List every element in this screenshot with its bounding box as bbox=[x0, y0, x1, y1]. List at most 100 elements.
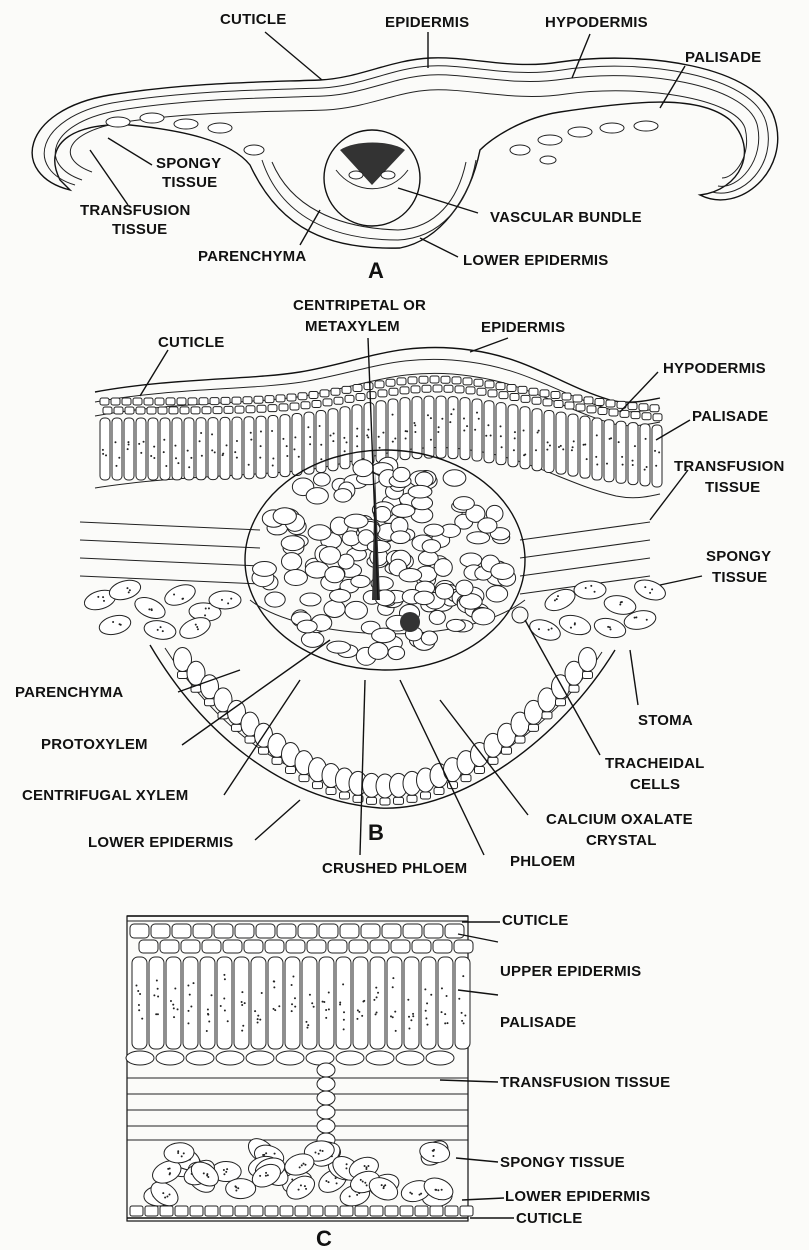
palisade-cell bbox=[616, 421, 626, 483]
upper-epidermis-cell bbox=[361, 924, 380, 938]
lower-epidermis-cell bbox=[190, 1206, 203, 1216]
lower-epidermis-cell bbox=[250, 1206, 263, 1216]
bundle-cell bbox=[435, 583, 453, 599]
label-c-spongy: SPONGY TISSUE bbox=[500, 1154, 625, 1171]
bundle-cell bbox=[300, 593, 321, 606]
transfusion-cell bbox=[317, 1077, 335, 1091]
label-b-tracheidal-2: CELLS bbox=[630, 776, 680, 793]
epidermis-cell bbox=[111, 398, 120, 405]
palisade-cell bbox=[319, 957, 334, 1049]
hypodermis-cell bbox=[349, 940, 368, 953]
lower-epidermis-cell bbox=[310, 1206, 323, 1216]
label-b-tracheidal-1: TRACHEIDAL bbox=[605, 755, 705, 772]
hypodermis-cell bbox=[103, 407, 112, 414]
palisade-cell bbox=[484, 401, 494, 463]
label-a-epidermis: EPIDERMIS bbox=[385, 14, 469, 31]
epidermis-cell bbox=[650, 405, 659, 412]
palisade-cell bbox=[124, 418, 134, 480]
bundle-cell bbox=[491, 563, 514, 580]
hypodermis-cell bbox=[235, 406, 244, 413]
label-c-cuticle-bottom: CUTICLE bbox=[516, 1210, 582, 1227]
c-lower-epidermis-cells bbox=[130, 1206, 473, 1216]
hypodermis-cell bbox=[136, 407, 145, 414]
hypodermis-cell bbox=[391, 940, 410, 953]
lower-epidermis-cell bbox=[370, 1206, 383, 1216]
epidermis-cell bbox=[639, 404, 648, 411]
lower-epidermis-cell bbox=[488, 757, 498, 764]
lower-epidermis-cell bbox=[245, 736, 255, 743]
bundle-cell bbox=[414, 591, 434, 605]
upper-epidermis-cell bbox=[256, 924, 275, 938]
lower-epidermis-cell bbox=[502, 747, 512, 754]
bundle-cell bbox=[344, 514, 368, 528]
epidermis-cell bbox=[122, 398, 131, 405]
epidermis-cell bbox=[441, 376, 450, 383]
hypodermis-cell bbox=[268, 405, 277, 412]
upper-epidermis-cell bbox=[319, 924, 338, 938]
label-b-transfusion-2: TISSUE bbox=[705, 479, 760, 496]
epidermis-cell bbox=[430, 376, 439, 383]
hypodermis-cell bbox=[367, 392, 376, 399]
hypodermis-cell bbox=[223, 940, 242, 953]
hypodermis-cell bbox=[114, 407, 123, 414]
epidermis-cell bbox=[375, 381, 384, 388]
lower-epidermis-cell bbox=[415, 1206, 428, 1216]
hypodermis-cell bbox=[532, 397, 541, 404]
bundle-cell bbox=[446, 619, 465, 631]
epidermis-cell bbox=[221, 397, 230, 404]
palisade-cell bbox=[136, 418, 146, 480]
hypodermis-cell bbox=[389, 388, 398, 395]
upper-epidermis-cell bbox=[193, 924, 212, 938]
lower-epidermis-cell bbox=[515, 736, 525, 743]
hypodermis-cell bbox=[147, 407, 156, 414]
bundle-cell bbox=[301, 632, 324, 648]
label-c-palisade: PALISADE bbox=[500, 1014, 576, 1031]
lower-epidermis-cell bbox=[340, 792, 350, 799]
hypodermis-cell bbox=[356, 394, 365, 401]
hypodermis-cell bbox=[554, 400, 563, 407]
label-a-vascular-bundle: VASCULAR BUNDLE bbox=[490, 209, 642, 226]
spongy-cell bbox=[143, 618, 178, 641]
hypodermis-cell bbox=[323, 399, 332, 406]
hypodermis-cell bbox=[265, 940, 284, 953]
label-b-spongy-1: SPONGY bbox=[706, 548, 771, 565]
bundle-cell bbox=[349, 171, 363, 179]
palisade-base-cell bbox=[276, 1051, 304, 1065]
bundle-cell bbox=[353, 460, 373, 477]
label-c-transfusion: TRANSFUSION TISSUE bbox=[500, 1074, 670, 1091]
hypodermis-cell bbox=[454, 940, 473, 953]
bundle-cell bbox=[345, 601, 368, 619]
hypodermis-cell bbox=[412, 940, 431, 953]
epidermis-cell bbox=[463, 378, 472, 385]
lower-epidermis-cell bbox=[272, 757, 282, 764]
epidermis-cell bbox=[606, 400, 615, 407]
palisade-cell bbox=[436, 396, 446, 458]
lower-epidermis-cell bbox=[259, 747, 269, 754]
lower-epidermis-cell bbox=[400, 1206, 413, 1216]
palisade-cell bbox=[149, 957, 164, 1049]
lower-epidermis-cell bbox=[175, 1206, 188, 1216]
label-a-parenchyma: PARENCHYMA bbox=[198, 248, 306, 265]
c-transfusion-column-cells bbox=[317, 1063, 335, 1147]
spongy-cell bbox=[132, 593, 169, 622]
hypodermis-cell bbox=[301, 402, 310, 409]
c-palisade-base-cells bbox=[126, 1051, 454, 1065]
palisade-cell bbox=[556, 412, 566, 474]
hypodermis-cell bbox=[609, 409, 618, 416]
upper-epidermis-cell bbox=[277, 924, 296, 938]
lower-epidermis-cell bbox=[280, 1206, 293, 1216]
label-a-hypodermis: HYPODERMIS bbox=[545, 14, 648, 31]
hypodermis-cell bbox=[433, 940, 452, 953]
bundle-cell bbox=[408, 485, 432, 498]
palisade-cell bbox=[148, 418, 158, 480]
bundle-cell bbox=[434, 559, 452, 577]
hypodermis-cell bbox=[224, 406, 233, 413]
lower-epidermis-cell bbox=[205, 699, 215, 706]
label-b-parenchyma: PARENCHYMA bbox=[15, 684, 123, 701]
bundle-cell bbox=[478, 518, 497, 533]
palisade-cell bbox=[532, 409, 542, 471]
epidermis-cell bbox=[364, 383, 373, 390]
hypodermis-cell bbox=[477, 388, 486, 395]
label-b-calcium-1: CALCIUM OXALATE bbox=[546, 811, 693, 828]
lower-epidermis-cell bbox=[569, 685, 579, 692]
